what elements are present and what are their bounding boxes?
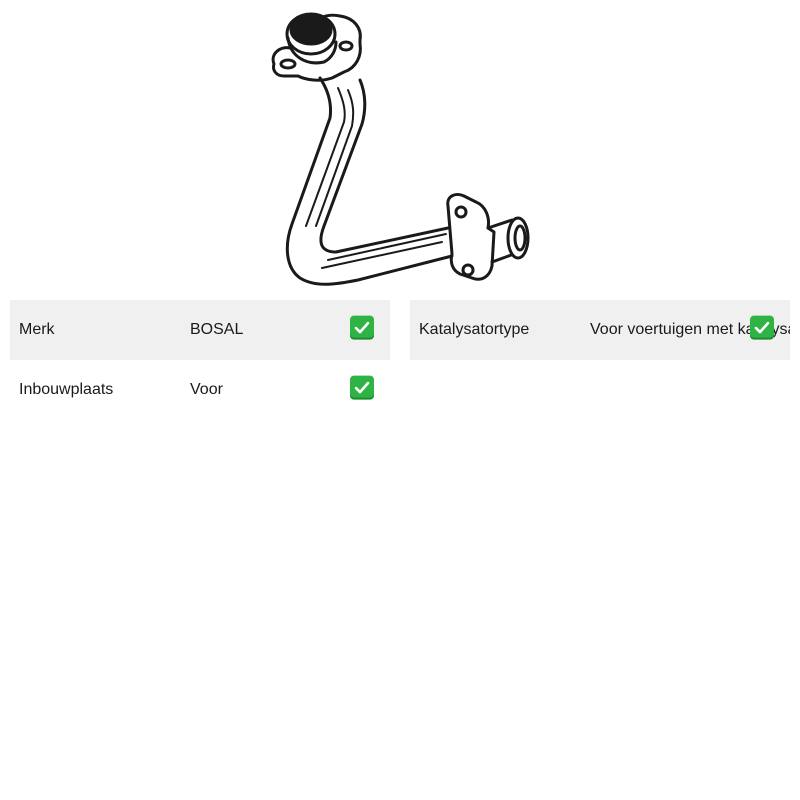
spec-value: Voor voertuigen met katalysator	[590, 321, 790, 338]
spec-row-merk: Merk BOSAL	[10, 300, 390, 360]
spec-table-right: Katalysatortype Voor voertuigen met kata…	[410, 300, 790, 360]
spec-row-katalysatortype: Katalysatortype Voor voertuigen met kata…	[410, 300, 790, 360]
check-mark-icon	[350, 375, 374, 400]
check-mark-icon	[350, 315, 374, 340]
spec-label: Inbouwplaats	[19, 381, 114, 398]
spec-value: Voor	[190, 381, 223, 398]
spec-table-left: Merk BOSAL Inbouwplaats Voor	[10, 300, 390, 420]
spec-label: Katalysatortype	[419, 321, 530, 338]
product-image-exhaust-pipe	[271, 12, 530, 286]
spec-label: Merk	[19, 321, 55, 338]
spec-value: BOSAL	[190, 321, 244, 338]
spec-row-inbouwplaats: Inbouwplaats Voor	[10, 360, 390, 420]
check-mark-icon	[750, 315, 774, 340]
